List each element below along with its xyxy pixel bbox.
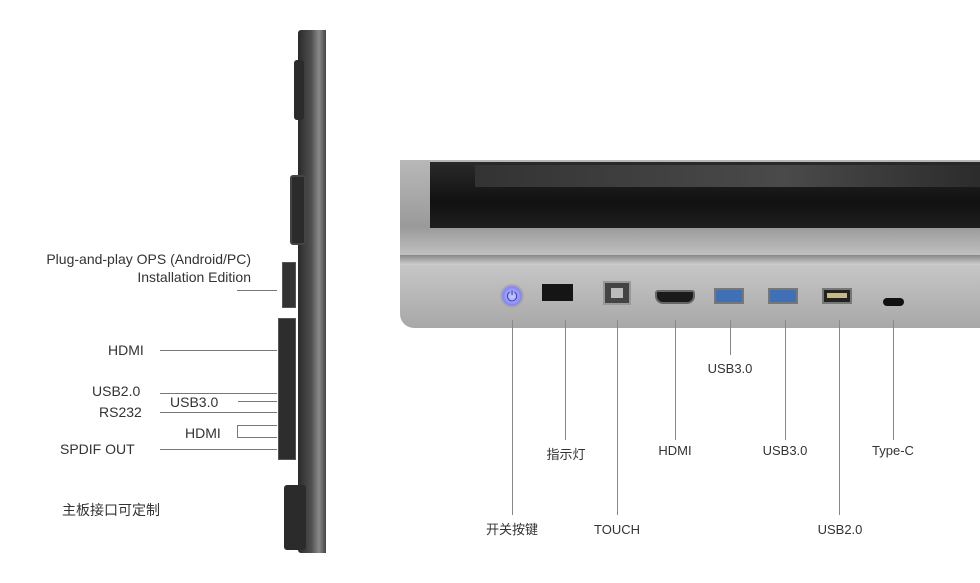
side-usb20-line [160, 393, 277, 394]
mount-bracket [294, 60, 304, 120]
power-icon[interactable]: ⏻ [500, 284, 524, 308]
front-usb30-label-2: USB3.0 [762, 443, 808, 458]
side-hdmi2-bracket [237, 425, 277, 438]
side-spdif-label: SPDIF OUT [60, 441, 135, 457]
side-spdif-line [160, 449, 277, 450]
usb3-port-1 [714, 288, 744, 304]
front-usb20-label: USB2.0 [817, 522, 863, 537]
front-usb30-label-1: USB3.0 [707, 361, 753, 376]
bezel-groove [400, 255, 980, 265]
hdmi-leader-line [675, 320, 676, 440]
usb3-port-2 [768, 288, 798, 304]
ops-label: Plug-and-play OPS (Android/PC) Installat… [46, 250, 251, 286]
usb30b-leader-line [785, 320, 786, 440]
screen-glare [475, 165, 980, 187]
indicator-light-window [542, 284, 573, 301]
side-hdmi-label: HDMI [108, 342, 144, 358]
usb20-leader-line [839, 320, 840, 515]
custom-interface-note: 主板接口可定制 [62, 503, 160, 519]
usb30a-leader-line [730, 320, 731, 355]
ops-slot [282, 262, 296, 308]
front-hdmi-label: HDMI [658, 443, 692, 458]
indicator-leader-line [565, 320, 566, 440]
usb2-port [822, 288, 852, 304]
side-rs232-label: RS232 [99, 404, 142, 420]
ops-label-line2: Installation Edition [137, 269, 251, 285]
side-usb30-line [238, 401, 277, 402]
side-hdmi2-label: HDMI [185, 425, 221, 441]
power-leader-line [512, 320, 513, 515]
ops-leader-line [237, 290, 277, 291]
side-rs232-line [160, 412, 277, 413]
side-usb20-label: USB2.0 [92, 383, 141, 399]
usb-b-touch-port [603, 281, 631, 305]
mount-handle [290, 175, 306, 245]
touch-label: TOUCH [594, 522, 640, 537]
type-c-port [883, 298, 904, 306]
power-button-label: 开关按键 [485, 523, 539, 538]
stand-foot [284, 485, 306, 550]
side-hdmi-line [160, 350, 277, 351]
type-c-label: Type-C [872, 443, 914, 458]
display-bezel-edge [312, 30, 326, 553]
ops-label-line1: Plug-and-play OPS (Android/PC) [46, 251, 251, 267]
indicator-light-label: 指示灯 [546, 448, 586, 463]
side-io-panel [278, 318, 296, 460]
side-usb30-label: USB3.0 [170, 394, 219, 410]
typec-leader-line [893, 320, 894, 440]
hdmi-port [655, 290, 695, 304]
touch-leader-line [617, 320, 618, 515]
